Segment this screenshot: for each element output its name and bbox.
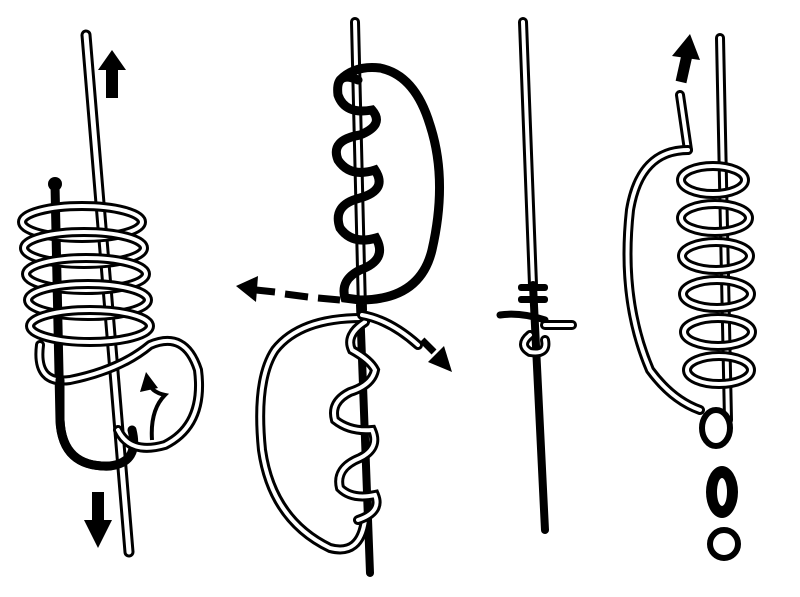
swivel-icon <box>699 407 741 561</box>
curl-arrow-head <box>140 372 158 392</box>
main-line-lower <box>529 281 549 534</box>
arrow-up-icon <box>672 34 700 84</box>
panel-step-4 <box>622 33 757 561</box>
swivel-ring-top <box>699 407 733 449</box>
coil-turn <box>682 351 756 389</box>
tag-end-dot <box>48 177 62 191</box>
coil-turn <box>21 253 151 295</box>
panel-step-1 <box>17 29 204 558</box>
arrow-down-right-icon <box>419 337 452 372</box>
black-tag-end <box>496 310 549 324</box>
coil-group <box>17 201 155 347</box>
coil-turn <box>23 279 153 321</box>
coil-turn <box>679 313 757 351</box>
coil-turn <box>676 161 750 199</box>
coil-turn <box>676 199 754 237</box>
coil-turn <box>19 227 149 269</box>
coil-turn <box>677 237 755 275</box>
panel-step-2 <box>236 17 452 577</box>
panel-step-3 <box>496 17 577 534</box>
wrap-band <box>518 296 548 303</box>
arrow-down-icon <box>84 492 112 548</box>
wrap-band <box>518 284 548 291</box>
arrow-up-icon <box>98 50 126 98</box>
black-wrap <box>331 63 444 305</box>
arrow-left-icon <box>236 276 341 304</box>
swivel-ring-bottom <box>707 527 741 561</box>
coil-turn <box>678 275 756 313</box>
coil-turn <box>25 305 155 347</box>
coil-group <box>676 161 757 389</box>
coil-turn <box>17 201 147 243</box>
